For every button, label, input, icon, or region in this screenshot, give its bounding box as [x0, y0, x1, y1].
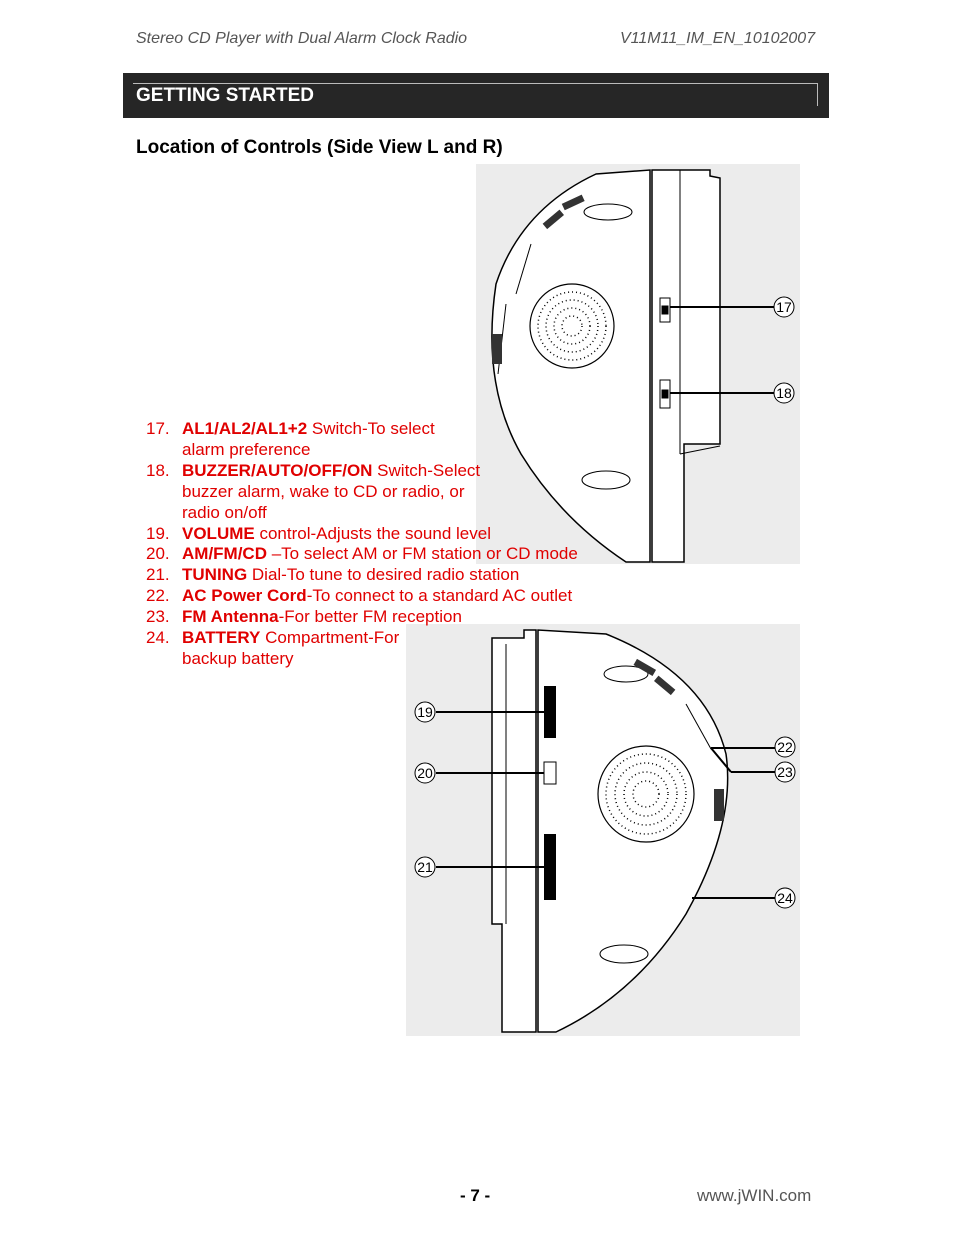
alarm-switch	[659, 297, 671, 323]
control-item-23: 23.FM Antenna-For better FM reception	[146, 607, 462, 627]
callout-21: 21	[414, 856, 436, 878]
callout-23: 23	[774, 761, 796, 783]
callout-17: 17	[773, 296, 795, 318]
page-number: - 7 -	[460, 1186, 491, 1205]
svg-text:17: 17	[776, 299, 792, 315]
section-header-rule	[133, 83, 818, 106]
svg-text:23: 23	[777, 764, 793, 780]
control-item-20: 20.AM/FM/CD –To select AM or FM station …	[146, 544, 578, 564]
tuning-dial	[544, 834, 556, 900]
callout-24: 24	[774, 887, 796, 909]
side-view-left-diagram: 19 20 21 22 23 24	[406, 624, 800, 1036]
speaker-grille	[529, 283, 615, 369]
callout-20: 20	[414, 762, 436, 784]
page-subtitle: Location of Controls (Side View L and R)	[136, 137, 503, 158]
control-item-19: 19.VOLUME control-Adjusts the sound leve…	[146, 523, 491, 543]
control-item-21: 21.TUNING Dial-To tune to desired radio …	[146, 565, 520, 585]
section-header-bar: GETTING STARTED	[123, 73, 829, 118]
mode-switch	[543, 761, 557, 785]
svg-text:24: 24	[777, 890, 793, 906]
speaker-grille	[597, 745, 695, 843]
section-title: GETTING STARTED	[136, 85, 315, 106]
buzzer-switch	[659, 379, 671, 409]
svg-text:20: 20	[417, 765, 433, 781]
callout-22: 22	[774, 736, 796, 758]
control-item-22: 22.AC Power Cord-To connect to a standar…	[146, 586, 573, 606]
footer-url: www.jWIN.com	[697, 1186, 812, 1205]
callout-19: 19	[414, 701, 436, 723]
svg-text:21: 21	[417, 859, 433, 875]
svg-text:22: 22	[777, 739, 793, 755]
side-view-right-diagram: 17 18	[476, 164, 800, 564]
header-document-code: V11M11_IM_EN_10102007	[620, 30, 816, 47]
svg-text:18: 18	[776, 385, 792, 401]
volume-dial	[544, 686, 556, 738]
svg-text:19: 19	[417, 704, 433, 720]
header-document-title: Stereo CD Player with Dual Alarm Clock R…	[136, 30, 468, 47]
callout-18: 18	[773, 382, 795, 404]
